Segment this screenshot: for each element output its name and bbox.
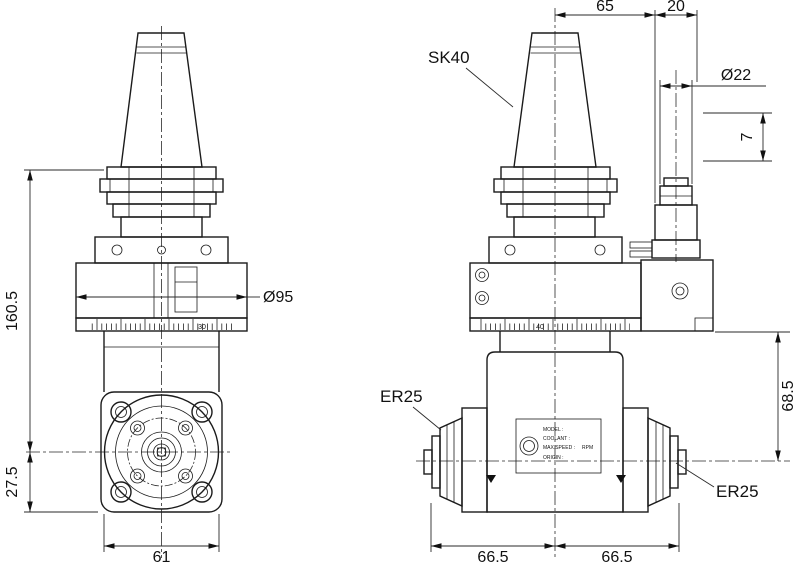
side-flange (493, 166, 618, 238)
collet-nut-left (423, 416, 463, 508)
label-taper: SK40 (428, 48, 470, 67)
side-arm-block (640, 259, 714, 332)
side-top-plate (488, 236, 623, 264)
side-scale-label: 40 (536, 324, 544, 331)
nameplate: MODEL : COOLANT : MAX.SPEED : RPM ORIGIN… (515, 418, 602, 474)
front-graduated-ring: 30 (75, 262, 248, 332)
clamp-cylinder (629, 177, 701, 259)
dim-top-right: 20 (667, 0, 685, 15)
nameplate-row-origin: ORIGIN : (543, 455, 564, 461)
dim-bottom-left: 66.5 (477, 549, 508, 566)
dim-base-width: 61 (153, 549, 171, 566)
orientation-mark-right (616, 475, 626, 483)
nameplate-row-speed: MAX.SPEED : (543, 445, 575, 451)
front-scale-ticks (88, 319, 234, 330)
dim-collar: 7 (739, 132, 756, 141)
dim-height: 160.5 (4, 291, 21, 331)
front-scale-label: 30 (198, 324, 206, 331)
front-view: 30 (26, 26, 248, 558)
label-collet-left: ER25 (380, 387, 423, 406)
dim-lower: 27.5 (4, 466, 21, 497)
front-face-plate (100, 391, 223, 513)
nameplate-row-coolant: COOLANT : (543, 436, 570, 442)
dim-arm-height: 68.5 (780, 380, 797, 411)
dim-top-left: 65 (596, 0, 614, 15)
front-flange (99, 166, 224, 238)
side-dimensions: 65 20 Ø22 7 68.5 66.5 66.5 (430, 0, 797, 566)
spindle-housing: MODEL : COOLANT : MAX.SPEED : RPM ORIGIN… (423, 331, 687, 513)
callouts: SK40 ER25 ER25 (380, 48, 759, 501)
dim-clamp-dia: Ø22 (721, 67, 751, 84)
front-lower-body (103, 331, 220, 392)
dim-body-dia: Ø95 (263, 289, 293, 306)
dim-bottom-right: 66.5 (601, 549, 632, 566)
nameplate-row-rpm: RPM (582, 445, 593, 451)
collet-nut-right (647, 416, 687, 508)
front-dimensions: 160.5 27.5 Ø95 61 (4, 169, 293, 566)
nameplate-row-model: MODEL : (543, 427, 563, 433)
side-scale-ticks (480, 319, 630, 330)
side-graduated-ring: 40 (469, 262, 642, 332)
label-collet-right: ER25 (716, 482, 759, 501)
side-view: 40 (416, 8, 790, 558)
orientation-mark-left (486, 475, 496, 483)
